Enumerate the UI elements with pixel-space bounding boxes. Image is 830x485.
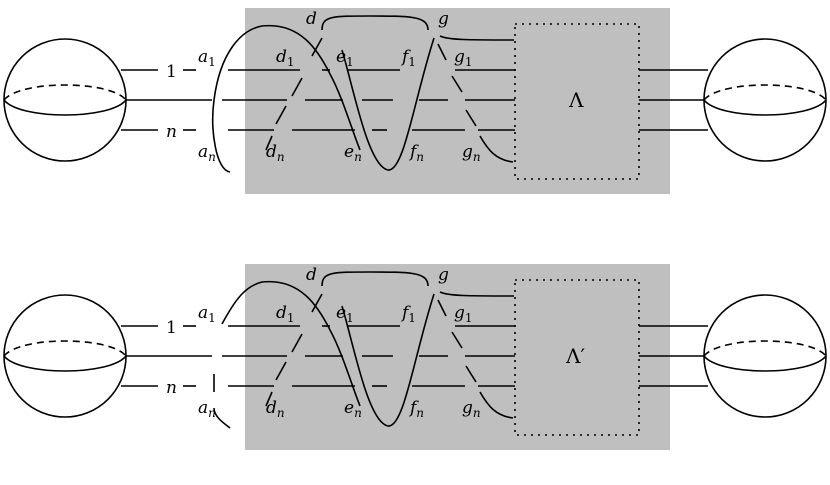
bottom-strand-label-1: 1 xyxy=(166,318,177,338)
top-strand-label-n: n xyxy=(166,122,177,142)
bottom-label-f1: f1 xyxy=(400,303,416,325)
top-label-g1: g1 xyxy=(454,47,473,69)
bottom-panel: 1 n a1 an d d1 dn e1 en f1 fn g g1 gn Λ′ xyxy=(3,263,827,451)
top-label-f1: f1 xyxy=(400,47,416,69)
bottom-label-g: g xyxy=(438,265,449,285)
top-box-label: Λ xyxy=(568,88,584,112)
bottom-box-label: Λ′ xyxy=(565,344,585,368)
bottom-label-d1: d1 xyxy=(276,303,295,325)
top-label-e1: e1 xyxy=(336,47,354,69)
bottom-label-an: an xyxy=(198,398,216,420)
bottom-label-d: d xyxy=(306,265,317,285)
top-label-d: d xyxy=(306,9,317,29)
bottom-label-gn: gn xyxy=(462,398,481,420)
bottom-label-e1: e1 xyxy=(336,303,354,325)
top-label-a1: a1 xyxy=(198,47,216,69)
bottom-label-en: en xyxy=(344,398,362,420)
top-label-g: g xyxy=(438,9,449,29)
top-label-dn: dn xyxy=(266,142,285,164)
top-panel: 1 n a1 an d d1 dn e1 en f1 fn g g1 gn Λ xyxy=(3,7,827,195)
top-label-gn: gn xyxy=(462,142,481,164)
top-label-an: an xyxy=(198,142,216,164)
bottom-label-fn: fn xyxy=(408,398,424,420)
top-label-fn: fn xyxy=(408,142,424,164)
bottom-strand-label-n: n xyxy=(166,378,177,398)
top-label-en: en xyxy=(344,142,362,164)
bottom-label-g1: g1 xyxy=(454,303,473,325)
bottom-label-a1: a1 xyxy=(198,303,216,325)
top-strand-label-1: 1 xyxy=(166,62,177,82)
top-label-d1: d1 xyxy=(276,47,295,69)
bottom-label-dn: dn xyxy=(266,398,285,420)
